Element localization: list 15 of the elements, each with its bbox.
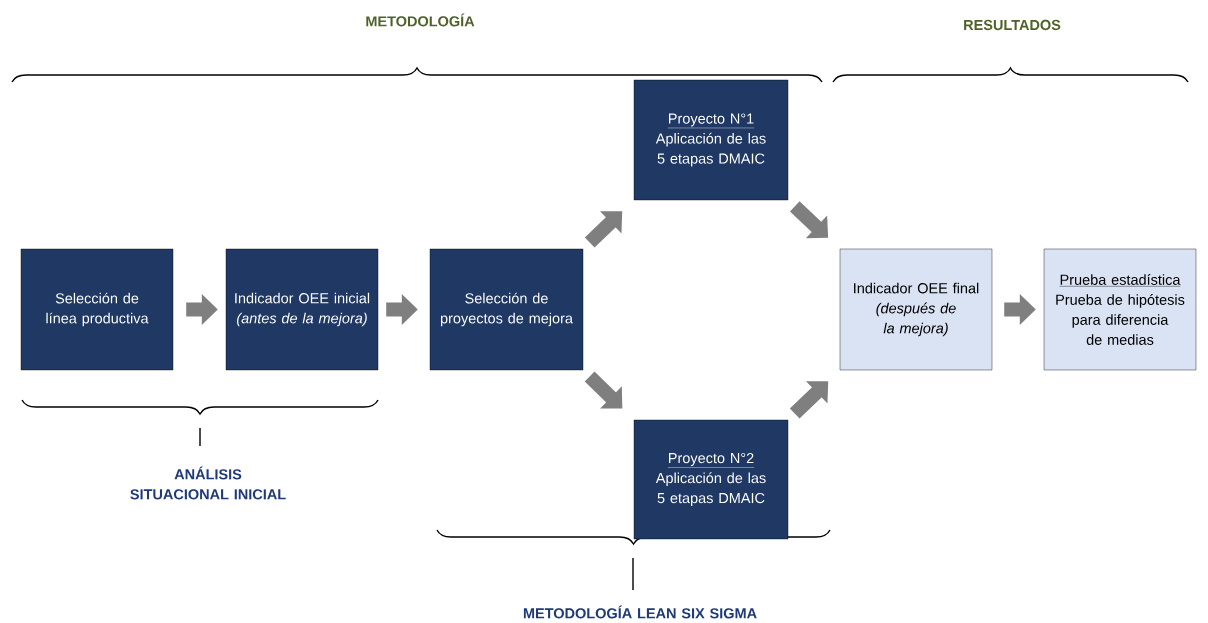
- section-heading: ANÁLISIS SITUACIONAL INICIAL: [130, 466, 286, 500]
- arrow: [584, 211, 623, 248]
- section-heading: METODOLOGÍA: [366, 13, 475, 27]
- arrow: [584, 371, 623, 409]
- process-box: Prueba estadística Prueba de hipótesis para diferencia de medias: [1043, 248, 1197, 371]
- process-box: Proyecto N°1 Aplicación de las 5 etapas DMAIC: [633, 79, 789, 201]
- process-box: Proyecto N°2 Aplicación de las 5 etapas DMAIC: [633, 419, 789, 540]
- process-box: Selección de proyectos de mejora: [429, 248, 584, 371]
- process-box: Indicador OEE inicial (antes de la mejora): [225, 248, 379, 371]
- arrow: [789, 381, 829, 419]
- process-box: Indicador OEE final (después de la mejora): [839, 248, 993, 371]
- arrow: [789, 201, 829, 239]
- section-heading: METODOLOGÍA LEAN SIX SIGMA: [523, 605, 757, 619]
- process-box: Selección de línea productiva: [20, 248, 174, 371]
- section-heading: RESULTADOS: [964, 19, 1061, 31]
